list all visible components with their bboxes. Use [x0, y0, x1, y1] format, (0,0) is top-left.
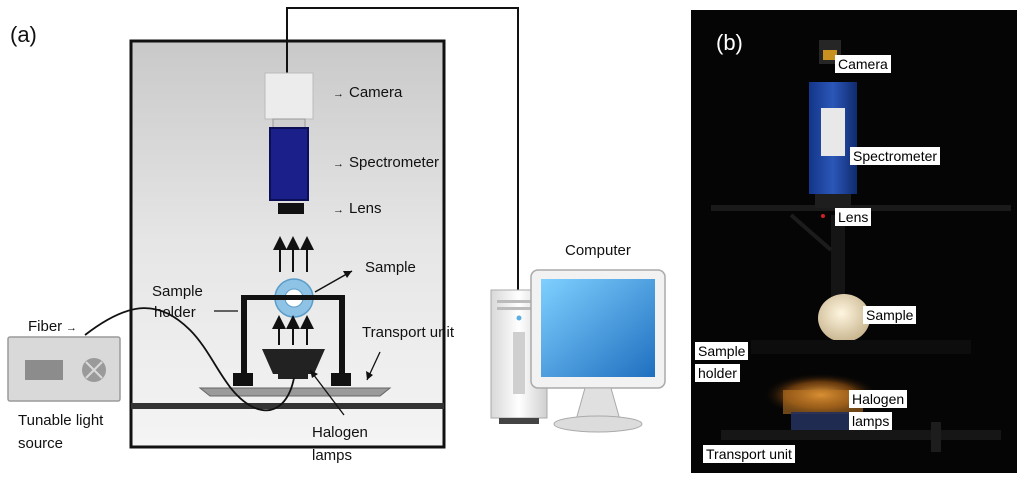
monitor-stand	[553, 415, 643, 433]
light-source-label-2: source	[18, 435, 64, 452]
sample-label: Sample	[365, 259, 416, 276]
camera-arrow-glyph: →	[333, 88, 344, 100]
photo-sample-label: Sample	[863, 306, 917, 325]
holder-bar	[241, 295, 345, 300]
pointer-halogen	[309, 369, 345, 416]
computer-label: Computer	[565, 242, 631, 259]
holder-foot-left	[233, 373, 253, 386]
spectrometer-box	[269, 127, 309, 201]
pointer-transport-head	[366, 371, 373, 380]
photo-halogen-label-2: lamps	[849, 412, 893, 431]
transport-plate	[198, 387, 392, 397]
sample-holder-label-1: Sample	[152, 283, 203, 300]
camera-mount	[272, 118, 306, 129]
photo-camera-label: Camera	[835, 55, 891, 74]
photo-sample-holder-label-1: Sample	[695, 342, 749, 361]
camera-cable	[286, 7, 519, 296]
sample-holder-label-2: holder	[154, 304, 196, 321]
halogen-label-2: lamps	[312, 447, 353, 464]
pointer-sample-head	[343, 271, 352, 278]
pointer-halogen-head	[310, 370, 318, 378]
holder-leg-right	[339, 295, 345, 375]
halogen-lamp-base	[278, 374, 308, 379]
panel-a-label: (a)	[10, 22, 37, 47]
light-source-box	[7, 336, 121, 402]
light-source-display	[25, 360, 63, 380]
photo-transport-unit-label: Transport unit	[703, 445, 795, 464]
light-source-label-1: Tunable light	[18, 412, 104, 429]
monitor-screen	[541, 279, 655, 377]
lens-arrow-glyph: →	[333, 204, 344, 216]
transport-unit-label: Transport unit	[362, 324, 454, 341]
photo-sample-holder-label-2: holder	[695, 364, 740, 383]
camera-box	[264, 72, 314, 120]
lens-box	[278, 203, 304, 214]
halogen-label-1: Halogen	[312, 424, 368, 441]
halogen-lamp	[262, 349, 325, 374]
spectrometer-arrow-glyph: →	[333, 158, 344, 170]
chamber-floor	[131, 403, 444, 409]
holder-foot-right	[331, 373, 351, 386]
photo-sample	[818, 294, 870, 342]
photo-halogen-label-1: Halogen	[849, 390, 908, 409]
fiber-cable	[84, 307, 295, 412]
photo-spectrometer-label: Spectrometer	[850, 147, 941, 166]
setup-photo: (b) Camera Spectrometer Lens Sample Samp…	[691, 10, 1017, 473]
panel-b-label: (b)	[716, 30, 743, 55]
photo-lens-label: Lens	[835, 208, 872, 227]
fiber-arrow-glyph: →	[66, 322, 77, 334]
spectrometer-label: Spectrometer	[349, 154, 440, 171]
fiber-label: Fiber	[28, 318, 63, 335]
camera-label: Camera	[349, 84, 403, 101]
lens-label: Lens	[349, 200, 382, 217]
holder-leg-left	[241, 295, 247, 375]
